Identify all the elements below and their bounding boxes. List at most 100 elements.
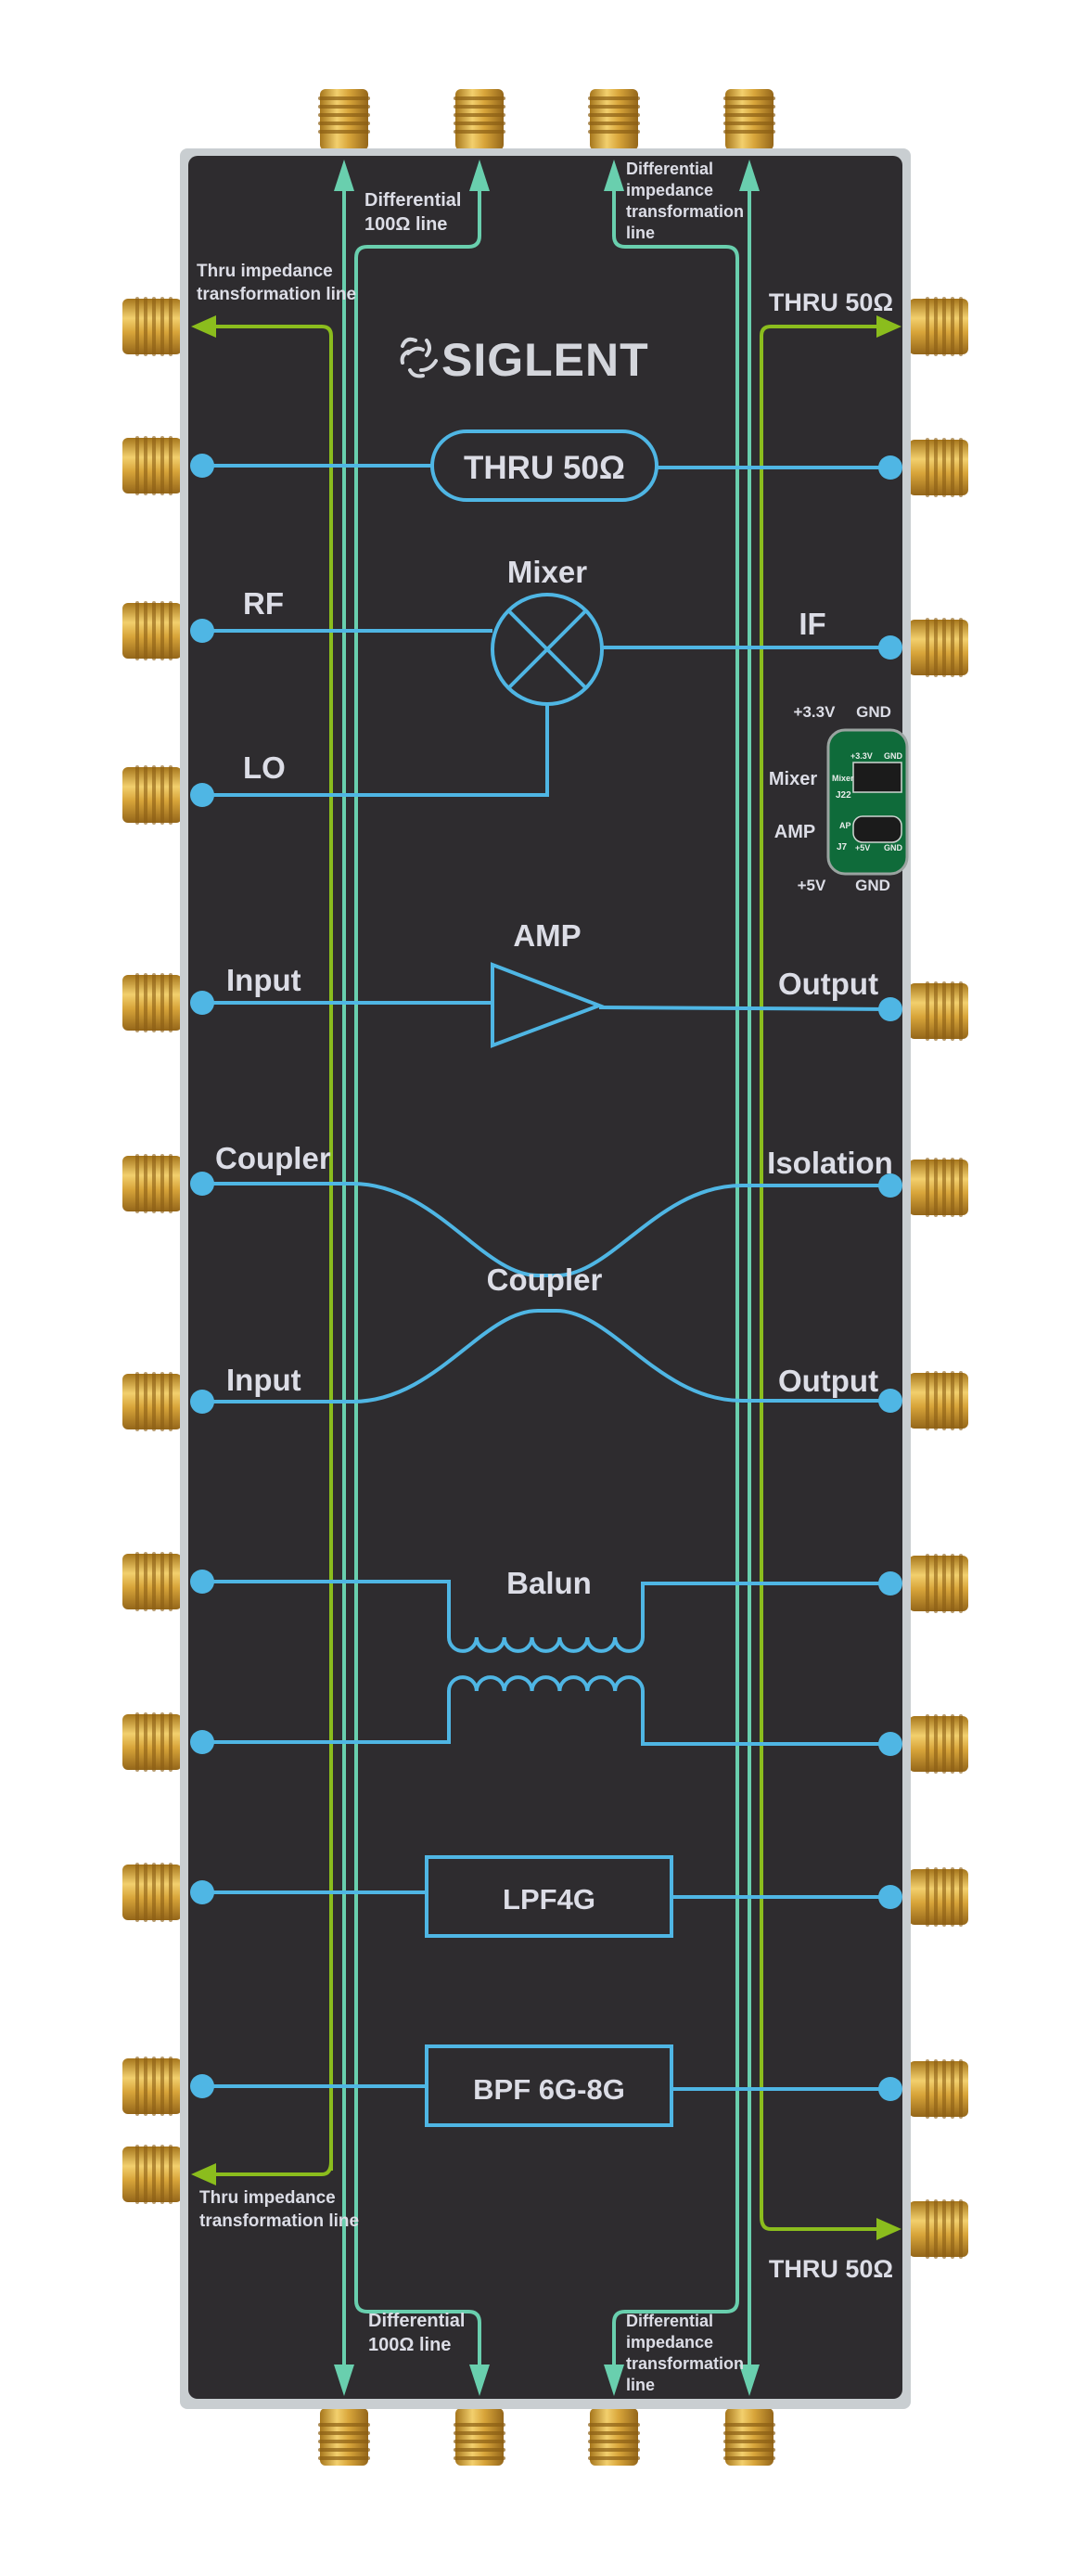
arrow-down-icon (469, 2365, 490, 2396)
port-dot (878, 997, 902, 1021)
arrow-down-icon (739, 2365, 760, 2396)
sma-connector-left[interactable] (122, 297, 182, 356)
coupler-coupled-label: Coupler (215, 1141, 331, 1175)
arrow-down-icon (334, 2365, 354, 2396)
port-dot (878, 455, 902, 480)
diff-arrows (334, 160, 760, 2396)
port-dot (878, 1732, 902, 1756)
coupler-input-label: Input (226, 1363, 301, 1397)
sma-connector-top[interactable] (454, 89, 505, 150)
sma-connector-right[interactable] (909, 1371, 968, 1430)
sma-connector-right[interactable] (909, 1714, 968, 1774)
arrow-up-icon (334, 160, 354, 191)
amp-section: AMP Input Output (202, 918, 891, 1048)
sma-connector-top[interactable] (318, 89, 370, 150)
sma-connector-left[interactable] (122, 1863, 182, 1922)
amp-input-label: Input (226, 963, 301, 997)
coupler-output-label: Output (778, 1364, 878, 1398)
power-header-window: +3.3V GND Mixer J22 AP J7 +5V GND (826, 728, 909, 876)
port-dot (190, 2074, 214, 2098)
port-dot (190, 454, 214, 478)
arrow-up-icon (739, 160, 760, 191)
amp-power-label: AMP (774, 822, 815, 842)
sma-connector-right[interactable] (909, 1554, 968, 1613)
sma-connector-left[interactable] (122, 2057, 182, 2116)
thru-50-label: THRU 50Ω (464, 450, 625, 486)
sma-connector-left[interactable] (122, 2145, 182, 2204)
sma-connector-right[interactable] (909, 438, 968, 497)
thru-line-right (760, 325, 886, 2217)
sma-connector-left[interactable] (122, 1372, 182, 1431)
port-dot (190, 1570, 214, 1594)
sma-connector-left[interactable] (122, 436, 182, 495)
sma-connector-top[interactable] (588, 89, 640, 150)
thru-50-label-bottom: THRU 50Ω (769, 2255, 893, 2283)
pcb-label: +5V (855, 843, 870, 852)
port-dot (878, 2077, 902, 2101)
diff-transform-line-b-bottom (612, 2300, 739, 2375)
balun-secondary-winding (202, 1675, 890, 1746)
thru-line-left (202, 325, 333, 2171)
pcb-label: GND (884, 751, 903, 761)
sma-connector-right[interactable] (909, 2199, 968, 2259)
lo-label: LO (243, 750, 286, 785)
port-dots (190, 454, 902, 2101)
bpf-section: BPF 6G-8G (202, 2044, 890, 2127)
port-dot (190, 1172, 214, 1196)
mixer-power-label: Mixer (769, 769, 817, 789)
mixer-section: Mixer RF LO IF (202, 555, 890, 797)
coupler-title: Coupler (487, 1262, 603, 1297)
jumper-j22[interactable] (852, 762, 902, 793)
sma-connector-bottom[interactable] (318, 2408, 370, 2466)
gnd-label-top: GND (856, 703, 891, 721)
sma-connector-left[interactable] (122, 1552, 182, 1611)
jumper-j7[interactable] (852, 815, 902, 843)
balun-section: Balun (202, 1566, 890, 1746)
sma-connector-left[interactable] (122, 1154, 182, 1213)
sma-connector-right[interactable] (909, 981, 968, 1041)
sma-connector-left[interactable] (122, 765, 182, 825)
port-dot (190, 991, 214, 1015)
sma-connector-right[interactable] (909, 618, 968, 677)
amp-symbol (491, 962, 605, 1048)
sma-connector-right[interactable] (909, 2059, 968, 2119)
pcb-label: J22 (836, 790, 851, 801)
siglent-logo: SIGLENT (400, 334, 648, 386)
amp-output-label: Output (778, 967, 878, 1001)
bpf-label: BPF 6G-8G (473, 2073, 625, 2106)
pcb-label: GND (884, 843, 903, 852)
arrow-left-top (191, 315, 216, 338)
arrow-up-icon (604, 160, 624, 191)
arrow-right-top (876, 315, 901, 338)
thru-line-left-bottom (202, 2160, 333, 2176)
lpf-section: LPF4G (202, 1855, 890, 1938)
diff-100-line-b-bottom (354, 2300, 481, 2375)
sma-connector-left[interactable] (122, 1712, 182, 1772)
sma-connector-left[interactable] (122, 973, 182, 1032)
pcb-label: Mixer (832, 774, 854, 783)
sma-connector-right[interactable] (909, 1867, 968, 1927)
balun-title: Balun (506, 1566, 592, 1600)
port-dot (878, 1173, 902, 1198)
sma-connector-top[interactable] (723, 89, 775, 150)
port-dot (878, 1885, 902, 1909)
port-dot (190, 619, 214, 643)
sma-connector-bottom[interactable] (723, 2408, 775, 2466)
arrow-up-icon (469, 160, 490, 191)
port-dot (878, 635, 902, 660)
diff-100-line-b (354, 186, 481, 2300)
port-dot (190, 1880, 214, 1904)
sma-connector-right[interactable] (909, 297, 968, 356)
sma-connector-right[interactable] (909, 1158, 968, 1217)
gnd-label-bottom: GND (855, 877, 890, 894)
sma-connector-bottom[interactable] (588, 2408, 640, 2466)
port-dot (878, 1571, 902, 1596)
sma-connector-left[interactable] (122, 601, 182, 660)
sma-connector-bottom[interactable] (454, 2408, 505, 2466)
balun-primary-winding (202, 1580, 890, 1653)
